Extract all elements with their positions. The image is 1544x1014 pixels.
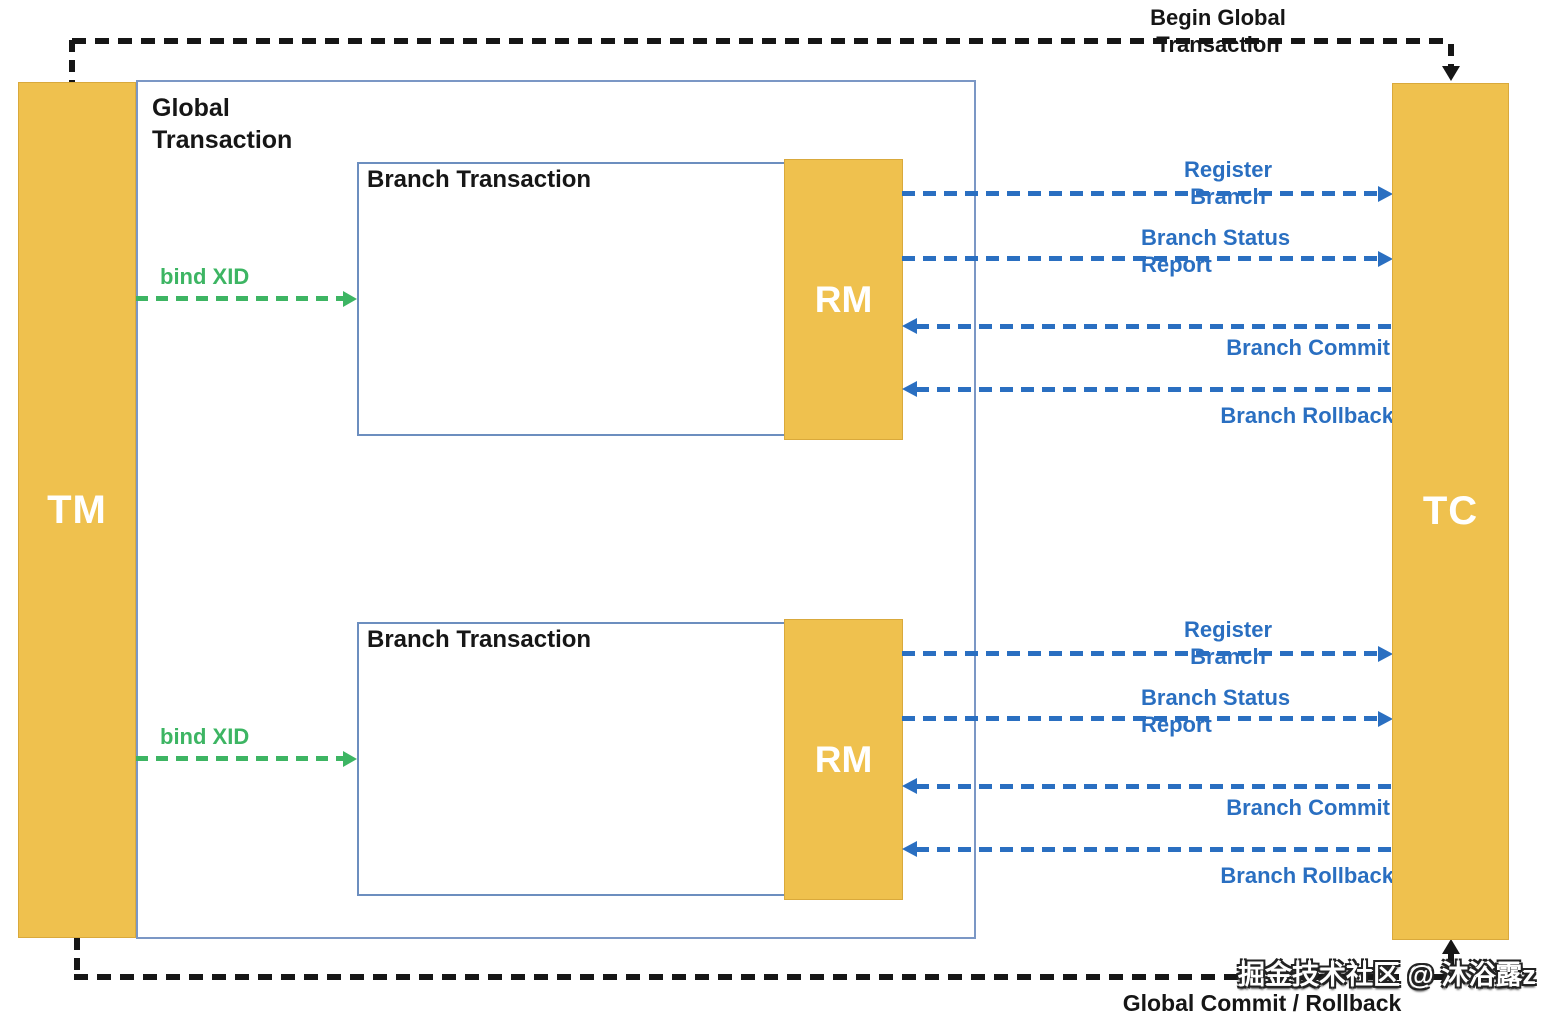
bind-xid-arrow-line <box>136 756 346 761</box>
rm-node: RM <box>784 619 903 900</box>
global-label-line1: Global <box>152 94 230 122</box>
watermark-text: 掘金技术社区 @ 沐浴露z <box>1238 960 1536 990</box>
branch-commit-arrowhead-icon <box>902 318 917 334</box>
register-branch-arrowhead-icon <box>1378 646 1393 662</box>
global-commit-connector-line <box>74 974 1451 980</box>
global-commit-arrowhead-icon <box>1442 939 1460 954</box>
begin-global-label-line1: Begin Global <box>1150 5 1286 30</box>
bind-xid-label: bind XID <box>160 724 250 749</box>
branch-rollback-label: Branch Rollback <box>1220 403 1394 428</box>
begin-global-arrowhead-icon <box>1442 66 1460 81</box>
branch-rollback-arrowhead-icon <box>902 381 917 397</box>
branch-status-arrowhead-icon <box>1378 711 1393 727</box>
status-line1: Branch Status <box>1141 685 1291 710</box>
branch-rollback-arrow-line <box>916 387 1392 392</box>
tm-node: TM <box>18 82 136 938</box>
tc-node: TC <box>1392 83 1509 940</box>
register-line1: Register <box>1183 617 1273 642</box>
tm-label: TM <box>47 487 107 532</box>
status-line2: Report <box>1141 252 1212 277</box>
begin-global-label-line2: Transaction <box>1156 32 1280 57</box>
rm-node: RM <box>784 159 903 440</box>
branch-transaction-title: Branch Transaction <box>367 166 592 193</box>
bind-xid-arrow-line <box>136 296 346 301</box>
bind-xid-label: bind XID <box>160 264 250 289</box>
branch-status-arrowhead-icon <box>1378 251 1393 267</box>
bind-xid-arrowhead-icon <box>343 291 357 307</box>
global-commit-connector-left-segment <box>74 938 80 980</box>
global-label-line2: Transaction <box>152 126 293 154</box>
branch-status-arrow-line <box>902 256 1378 261</box>
begin-global-connector-left-segment <box>69 40 75 84</box>
register-branch-arrowhead-icon <box>1378 186 1393 202</box>
branch-rollback-arrowhead-icon <box>902 841 917 857</box>
register-line2: Branch <box>1190 184 1266 209</box>
global-commit-connector-right-segment <box>1448 954 1454 976</box>
register-branch-arrow-line <box>902 651 1378 656</box>
global-commit-rollback-label: Global Commit / Rollback <box>1122 990 1402 1014</box>
tc-label: TC <box>1422 489 1479 533</box>
branch-commit-arrow-line <box>916 324 1392 329</box>
rm-label: RM <box>814 278 873 320</box>
register-line2: Branch <box>1190 644 1266 669</box>
register-branch-arrow-line <box>902 191 1378 196</box>
branch-rollback-arrow-line <box>916 847 1392 852</box>
status-line2: Report <box>1141 712 1212 737</box>
branch-transaction-title: Branch Transaction <box>367 626 592 653</box>
branch-commit-label: Branch Commit <box>1226 795 1390 820</box>
status-line1: Branch Status <box>1141 225 1291 250</box>
branch-commit-arrow-line <box>916 784 1392 789</box>
branch-commit-label: Branch Commit <box>1226 335 1390 360</box>
branch-rollback-label: Branch Rollback <box>1220 863 1394 888</box>
begin-global-connector-line <box>72 38 1451 44</box>
register-line1: Register <box>1183 157 1273 182</box>
begin-global-connector-right-segment <box>1448 44 1454 68</box>
bind-xid-arrowhead-icon <box>343 751 357 767</box>
rm-label: RM <box>814 738 873 780</box>
branch-status-arrow-line <box>902 716 1378 721</box>
branch-commit-arrowhead-icon <box>902 778 917 794</box>
